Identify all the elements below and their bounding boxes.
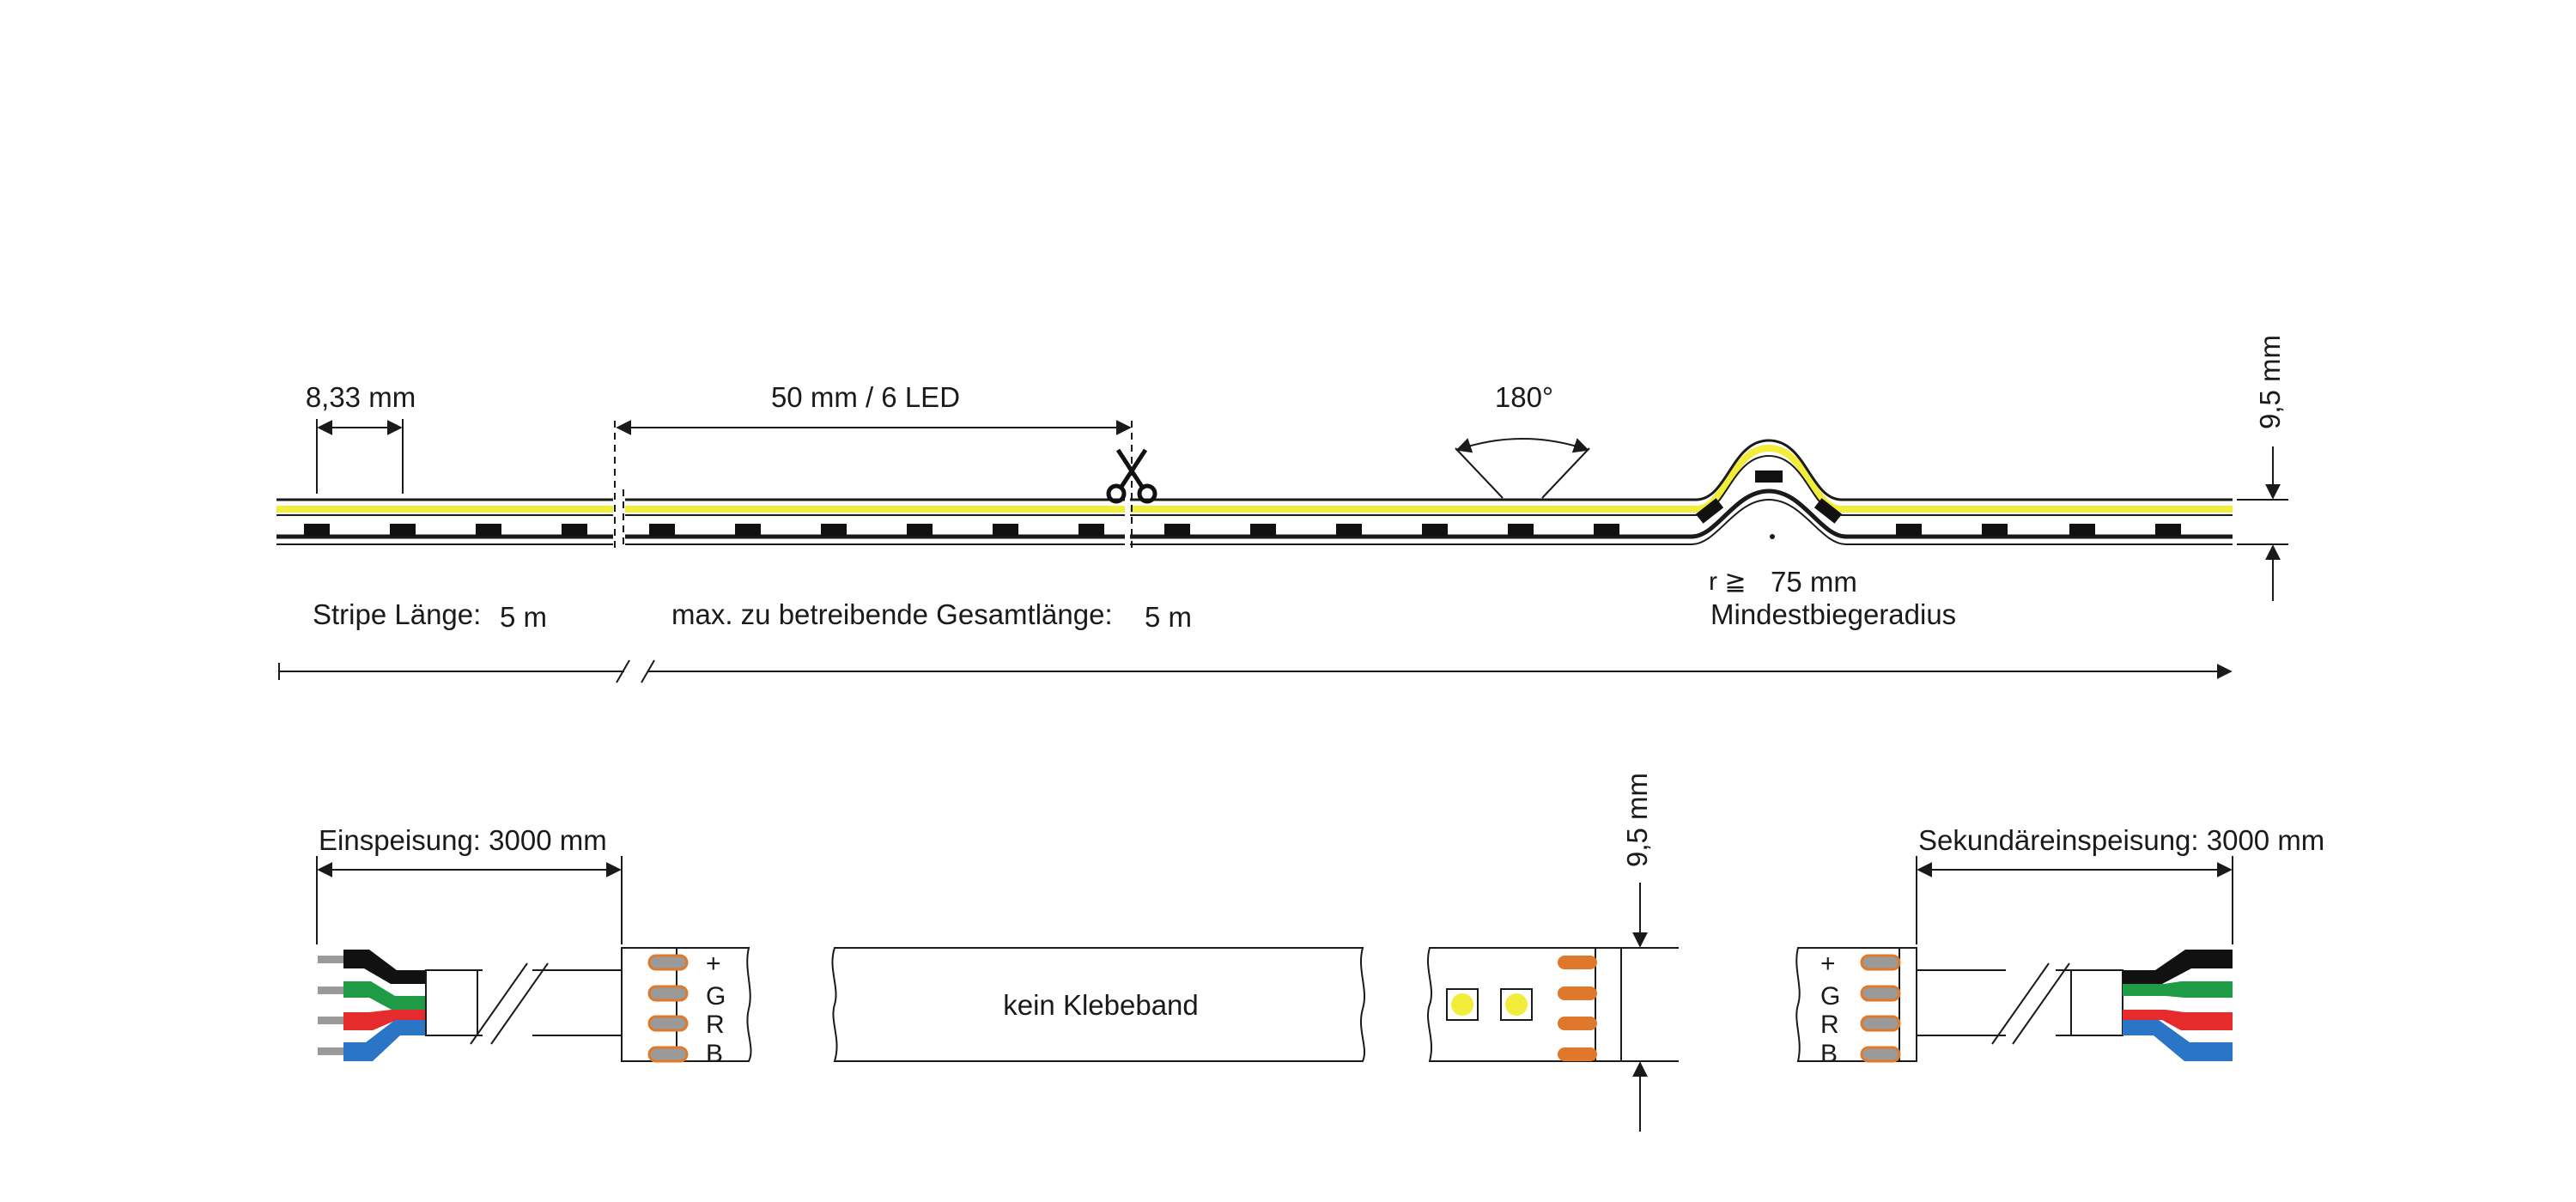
led-chip-icon — [390, 524, 416, 536]
led-chip-icon — [304, 524, 330, 536]
max-length-value: 5 m — [1145, 601, 1192, 633]
led-pitch-dimension: 8,33 mm — [306, 381, 416, 494]
led-chip-icon — [649, 524, 675, 536]
strip-side-view — [276, 421, 2233, 558]
wire-green — [2123, 981, 2233, 998]
stripe-length-label: Stripe Länge: — [313, 598, 481, 630]
feed-cable — [318, 950, 622, 1061]
led-chip-icon — [1594, 524, 1619, 536]
led-chip-icon — [1755, 470, 1783, 483]
wire-black — [343, 950, 426, 984]
wire-blue — [2123, 1020, 2233, 1061]
secondary-strip-end: + G R B — [1795, 947, 1917, 1068]
radius-value: 75 mm — [1771, 566, 1857, 598]
led-chip-icon — [2069, 524, 2095, 536]
led-chip-icon — [1336, 524, 1362, 536]
led-chip-icon — [1422, 524, 1448, 536]
wire-red — [343, 1010, 426, 1030]
led-chips — [304, 470, 2181, 536]
radius-symbol: r ≧ — [1709, 568, 1746, 596]
strip-base-line — [276, 489, 2233, 539]
feed-strip-end: + G R B — [621, 947, 752, 1068]
led-chip-icon — [1164, 524, 1190, 536]
pin-g-left: G — [706, 982, 726, 1011]
led-chip-icon — [1500, 988, 1533, 1021]
max-length-label: max. zu betreibende Gesamtlänge: — [671, 598, 1113, 630]
solder-pads-left — [647, 954, 689, 1063]
pin-g-right: G — [1820, 982, 1840, 1011]
led-chip-icon — [821, 524, 847, 536]
no-tape-label: kein Klebeband — [1003, 989, 1199, 1021]
strip-height-dimension-bottom: 9,5 mm — [1621, 773, 1679, 1132]
length-dimension — [278, 659, 2233, 683]
pin-plus-left: + — [706, 950, 721, 978]
led-chip-icon — [1078, 524, 1104, 536]
led-chip-icon — [735, 524, 761, 536]
led-chip-icon — [1250, 524, 1276, 536]
led-chip-icon — [1695, 498, 1724, 524]
bend-angle: 180° — [1455, 381, 1590, 499]
wire-red — [2123, 1010, 2233, 1030]
led-chip-icon — [1508, 524, 1534, 536]
pin-b-left: B — [706, 1040, 723, 1068]
wire-black — [2123, 950, 2233, 984]
led-chip-icon — [1446, 988, 1479, 1021]
secondary-cable — [1917, 950, 2233, 1061]
wire-blue — [343, 1020, 426, 1061]
pin-b-right: B — [1820, 1040, 1838, 1068]
wire-pins — [318, 956, 345, 1055]
wire-green — [343, 981, 426, 1010]
scissors-icon — [1106, 448, 1157, 504]
strip-height-label: 9,5 mm — [2254, 335, 2286, 429]
pin-plus-right: + — [1820, 950, 1836, 978]
led-chip-icon — [562, 524, 587, 536]
solder-pads-secondary — [1860, 954, 1901, 1063]
angle-label: 180° — [1495, 381, 1553, 413]
led-pitch-label: 8,33 mm — [306, 381, 416, 413]
stripe-length-value: 5 m — [500, 601, 547, 633]
bend-center-dot — [1770, 534, 1775, 539]
led-chip-icon — [907, 524, 933, 536]
secondary-feed-dimension: Sekundäreinspeisung: 3000 mm — [1916, 824, 2324, 944]
feed-label: Einspeisung: 3000 mm — [319, 824, 607, 856]
segment-label: 50 mm / 6 LED — [771, 381, 960, 413]
led-chip-icon — [2155, 524, 2181, 536]
cable-sleeve — [425, 969, 478, 1036]
secondary-feed-label: Sekundäreinspeisung: 3000 mm — [1918, 824, 2324, 856]
strip-height-bottom-label: 9,5 mm — [1621, 773, 1653, 867]
feed-dimension: Einspeisung: 3000 mm — [316, 824, 623, 944]
led-chip-icon — [993, 524, 1018, 536]
led-chip-icon — [1896, 524, 1922, 536]
pin-r-left: R — [706, 1011, 725, 1039]
strip-end-leds — [1426, 947, 1622, 1062]
strip-height-dimension-top: 9,5 mm — [2237, 335, 2288, 601]
led-chip-icon — [1982, 524, 2008, 536]
radius-label: Mindestbiegeradius — [1710, 598, 1956, 630]
segment-dimension: 50 mm / 6 LED — [616, 381, 1132, 435]
strip-top-line — [276, 439, 2233, 501]
led-chip-icon — [1814, 498, 1843, 524]
solder-pads-right-orange — [1558, 956, 1597, 1061]
cable-sleeve — [2070, 969, 2123, 1036]
pin-r-right: R — [1820, 1011, 1839, 1039]
led-chip-icon — [476, 524, 501, 536]
no-tape-strip: kein Klebeband — [831, 947, 1366, 1062]
strip-base-bottom — [276, 498, 2233, 545]
